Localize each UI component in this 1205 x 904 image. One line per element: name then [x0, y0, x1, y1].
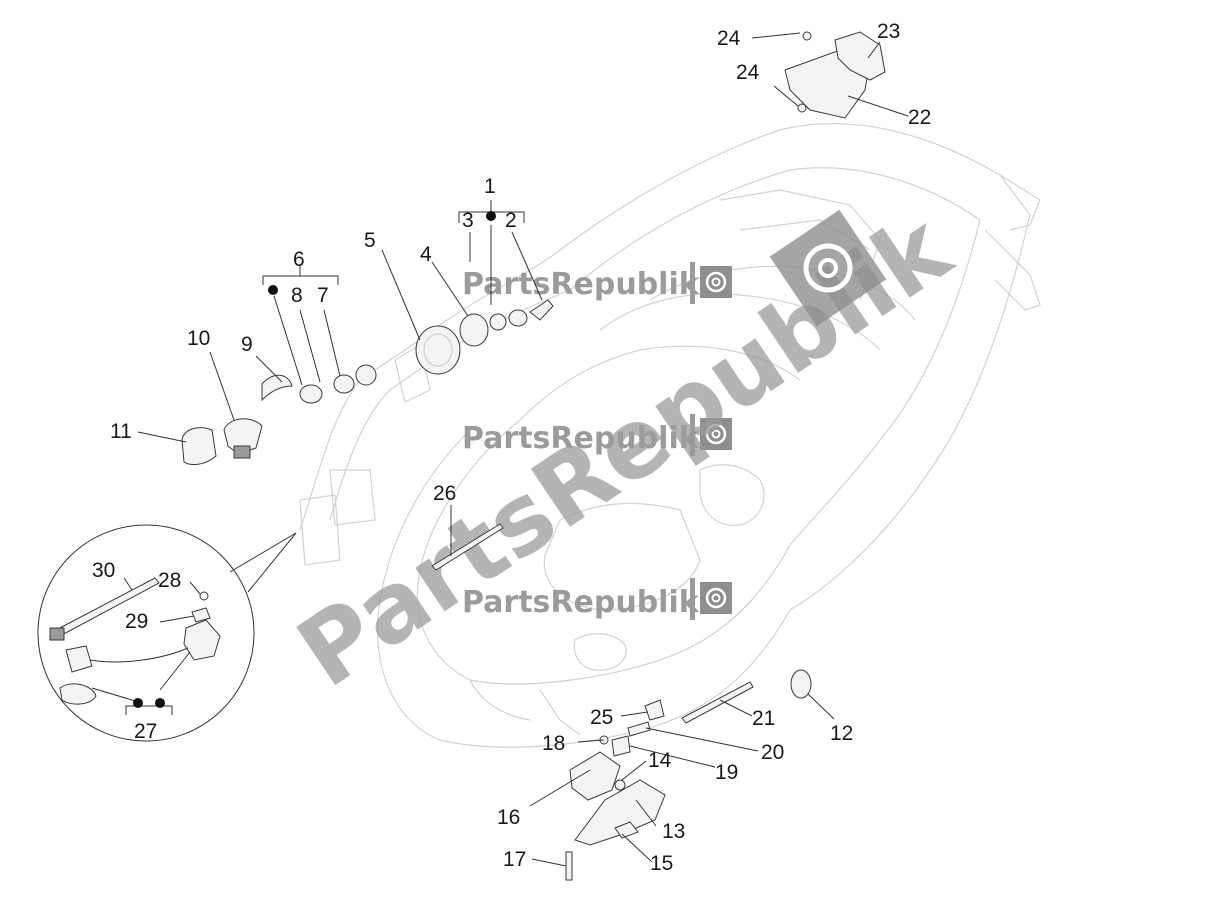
transponder-tag: [59, 683, 97, 705]
screw-14: [614, 779, 626, 791]
nut-15: [614, 821, 639, 839]
lock-cylinder: [489, 313, 507, 331]
release-cable-26: [431, 523, 504, 571]
cable-tie-head: [49, 627, 65, 641]
callout-13: 13: [662, 820, 685, 843]
bulb-holder-base: [233, 445, 251, 459]
callout-18: 18: [542, 732, 565, 755]
spring-20: [627, 721, 651, 737]
bullet-dot: [268, 285, 278, 295]
gear-icon: [700, 266, 732, 298]
detail-inset: [37, 524, 297, 742]
bullet-dot: [155, 698, 165, 708]
callout-5: 5: [364, 229, 376, 252]
callout-11: 11: [110, 420, 132, 443]
callout-4: 4: [420, 243, 432, 266]
lamp-ring: [355, 364, 377, 386]
clip-25: [644, 699, 665, 721]
callout-26: 26: [433, 482, 456, 505]
callout-labels: 1 2 3 4 5 6 7 8 9 10 11 12 13 14 15 16 1…: [92, 20, 931, 875]
callout-6: 6: [293, 248, 305, 271]
lock-ring: [508, 309, 528, 327]
parts: [181, 31, 886, 881]
bullet-dots: [133, 211, 496, 708]
watermark-divider-1: [690, 262, 695, 304]
tail-cap: [181, 427, 217, 465]
callout-15: 15: [650, 852, 673, 875]
adjuster-19: [611, 735, 631, 757]
watermark-divider-3: [690, 578, 695, 620]
relay-wire: [89, 647, 189, 663]
bullet-dot: [133, 698, 143, 708]
callout-22: 22: [908, 106, 931, 129]
lamp-socket: [299, 384, 323, 404]
callout-27: 27: [134, 720, 157, 743]
callout-9: 9: [241, 333, 253, 356]
actuator-16: [569, 751, 621, 801]
inset-circle: [37, 524, 255, 742]
saddle-lock-latch: [834, 31, 886, 81]
callout-24-mid: 24: [736, 61, 760, 84]
callout-3: 3: [462, 209, 474, 232]
clip-29: [191, 607, 211, 623]
ignition-cover-ring: [415, 325, 461, 375]
gear-icon: [700, 582, 732, 614]
callout-14: 14: [648, 749, 672, 772]
callout-20: 20: [761, 741, 784, 764]
watermark-text-1: PartsRepublik: [462, 267, 700, 302]
callout-30: 30: [92, 559, 115, 582]
callout-1: 1: [484, 175, 496, 198]
callout-7: 7: [317, 284, 329, 307]
callout-25: 25: [590, 706, 613, 729]
ignition-cover-inner: [423, 333, 453, 367]
bracket-13: [574, 779, 666, 846]
screw-mid: [797, 103, 807, 113]
screw-top: [802, 31, 812, 41]
callout-10: 10: [187, 327, 210, 350]
release-cable-21: [681, 681, 754, 724]
callout-12: 12: [830, 722, 853, 745]
relay-body: [183, 619, 221, 661]
callout-23: 23: [877, 20, 900, 43]
lock-key: [529, 299, 554, 321]
callout-28: 28: [158, 569, 181, 592]
callout-17: 17: [503, 848, 526, 871]
watermark-text-2: PartsRepublik: [462, 421, 700, 456]
screw-17: [565, 851, 573, 881]
screw-28: [199, 591, 209, 601]
bullet-dot: [486, 211, 496, 221]
callout-16: 16: [497, 806, 520, 829]
watermark-group: PartsRepublik PartsRepublik PartsRepubli…: [278, 191, 970, 709]
spring-clip: [261, 374, 293, 402]
watermark-divider-2: [690, 414, 695, 456]
lamp-gasket: [333, 374, 355, 394]
gear-icon: [700, 418, 732, 450]
callout-8: 8: [291, 284, 303, 307]
leader-lines: [91, 32, 909, 867]
gear-icon: [769, 209, 887, 327]
callout-29: 29: [125, 610, 148, 633]
connector-plug: [65, 645, 93, 673]
callout-24-top: 24: [717, 27, 741, 50]
rubber-ring-12: [790, 669, 812, 699]
lock-housing: [459, 313, 489, 347]
watermark-text-3: PartsRepublik: [462, 585, 700, 620]
callout-19: 19: [715, 761, 738, 784]
callout-2: 2: [505, 209, 517, 232]
callout-21: 21: [752, 707, 775, 730]
